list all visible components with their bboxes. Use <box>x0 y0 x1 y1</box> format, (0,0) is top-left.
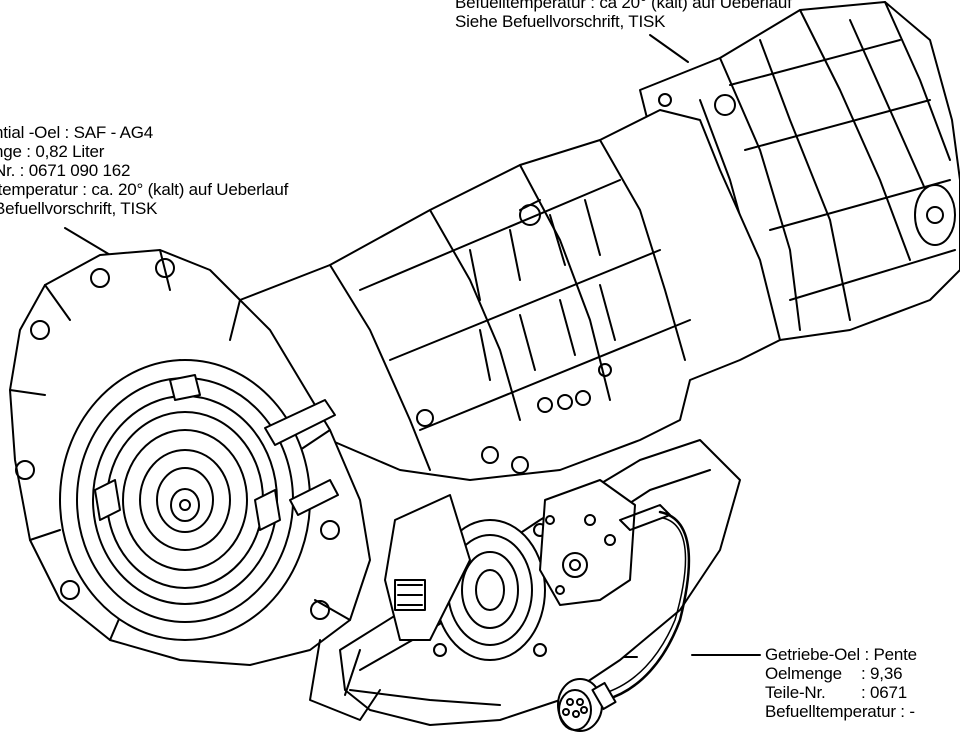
callout-right-value: : 9,36 <box>861 664 903 683</box>
callout-left-line: Befuellvorschrift, TISK <box>0 199 158 218</box>
callout-right-row: Befuelltemperatur : - <box>765 702 917 721</box>
callout-right-value: : 0671 <box>861 683 908 702</box>
callout-right-fill-spec: Getriebe-Oel : Pente Oelmenge : 9,36 Teil… <box>765 645 917 721</box>
callout-right-row: Getriebe-Oel : Pente <box>765 645 917 664</box>
callout-left-line: Nr. : 0671 090 162 <box>0 161 131 180</box>
lower-bracket <box>309 639 381 721</box>
callout-right-row: Teile-Nr. : 0671 <box>765 683 917 702</box>
callout-right-key: Getriebe-Oel : Pente <box>765 645 917 664</box>
callout-left-line: ntial -Oel : SAF - AG4 <box>0 123 154 142</box>
callout-top-line: Siehe Befuellvorschrift, TISK <box>455 12 666 31</box>
callout-top-line: Befuelltemperatur : ca 20° (kalt) auf Ue… <box>455 0 792 12</box>
callout-left-fill-spec: ntial -Oel : SAF - AG4 nge : 0,82 Liter … <box>0 123 288 218</box>
leader-line-top <box>649 34 689 63</box>
callout-right-key: Befuelltemperatur : - <box>765 702 915 721</box>
callout-left-line: nge : 0,82 Liter <box>0 142 105 161</box>
torque-converter <box>59 359 311 641</box>
selector-switch <box>539 479 671 606</box>
wiring-harness <box>557 510 691 732</box>
callout-left-line: ltemperatur : ca. 20° (kalt) auf Ueberla… <box>0 180 289 199</box>
callout-top-fill-spec: Befuelltemperatur : ca 20° (kalt) auf Ue… <box>455 0 792 31</box>
callout-right-row: Oelmenge : 9,36 <box>765 664 917 683</box>
callout-right-key: Oelmenge <box>765 664 842 683</box>
side-valve-block <box>384 494 471 641</box>
main-transmission-case <box>239 93 781 481</box>
callout-right-key: Teile-Nr. <box>765 683 826 702</box>
housing-studs <box>264 399 339 516</box>
